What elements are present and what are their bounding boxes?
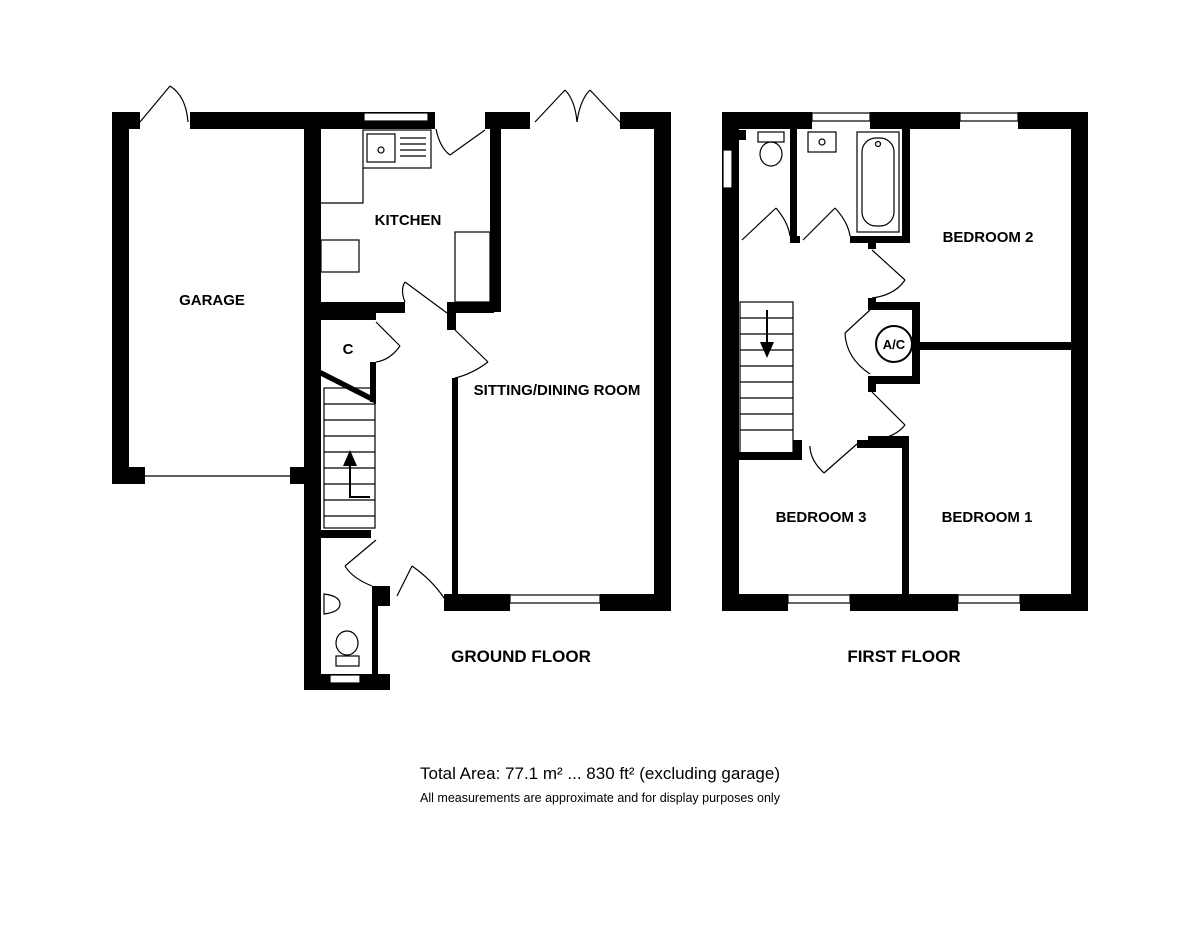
first-floor-walls — [722, 112, 1088, 611]
bedroom2-label: BEDROOM 2 — [943, 229, 1034, 246]
wc-fittings — [323, 593, 360, 667]
airing-cupboard-label: A/C — [883, 337, 906, 352]
ground-floor-title: GROUND FLOOR — [451, 647, 591, 666]
kitchen-walls — [321, 112, 530, 330]
kitchen-fittings — [320, 129, 491, 303]
sitting-dining-room-label: SITTING/DINING ROOM — [474, 382, 641, 399]
cupboard-label: C — [343, 341, 354, 358]
cupboard-walls — [321, 312, 401, 404]
sitting-room-french-doors — [534, 89, 621, 123]
first-floor-title: FIRST FLOOR — [847, 647, 960, 666]
ground-floor-plan — [112, 85, 671, 690]
bedroom2-walls — [868, 241, 1071, 350]
ground-stairs — [323, 387, 376, 529]
bedroom3-walls — [738, 440, 907, 474]
kitchen-back-door — [435, 128, 486, 156]
bedroom1-label: BEDROOM 1 — [942, 509, 1033, 526]
airing-cupboard — [844, 302, 920, 384]
garage-label: GARAGE — [179, 292, 245, 309]
bedroom1-walls — [868, 384, 909, 610]
first-wc — [738, 128, 800, 243]
sitting-room-walls — [444, 112, 671, 611]
garage-door — [139, 85, 189, 123]
disclaimer: All measurements are approximate and for… — [420, 791, 780, 805]
bedroom3-label: BEDROOM 3 — [776, 509, 867, 526]
garage-walls — [112, 112, 430, 690]
first-floor-plan — [722, 112, 1088, 611]
wc-walls — [304, 530, 445, 690]
kitchen-label: KITCHEN — [375, 212, 442, 229]
bathroom — [802, 128, 910, 243]
sitting-room-door — [454, 329, 489, 379]
total-area: Total Area: 77.1 m² ... 830 ft² (excludi… — [419, 764, 781, 783]
first-stairs — [739, 301, 794, 455]
kitchen-internal-door — [401, 281, 448, 314]
